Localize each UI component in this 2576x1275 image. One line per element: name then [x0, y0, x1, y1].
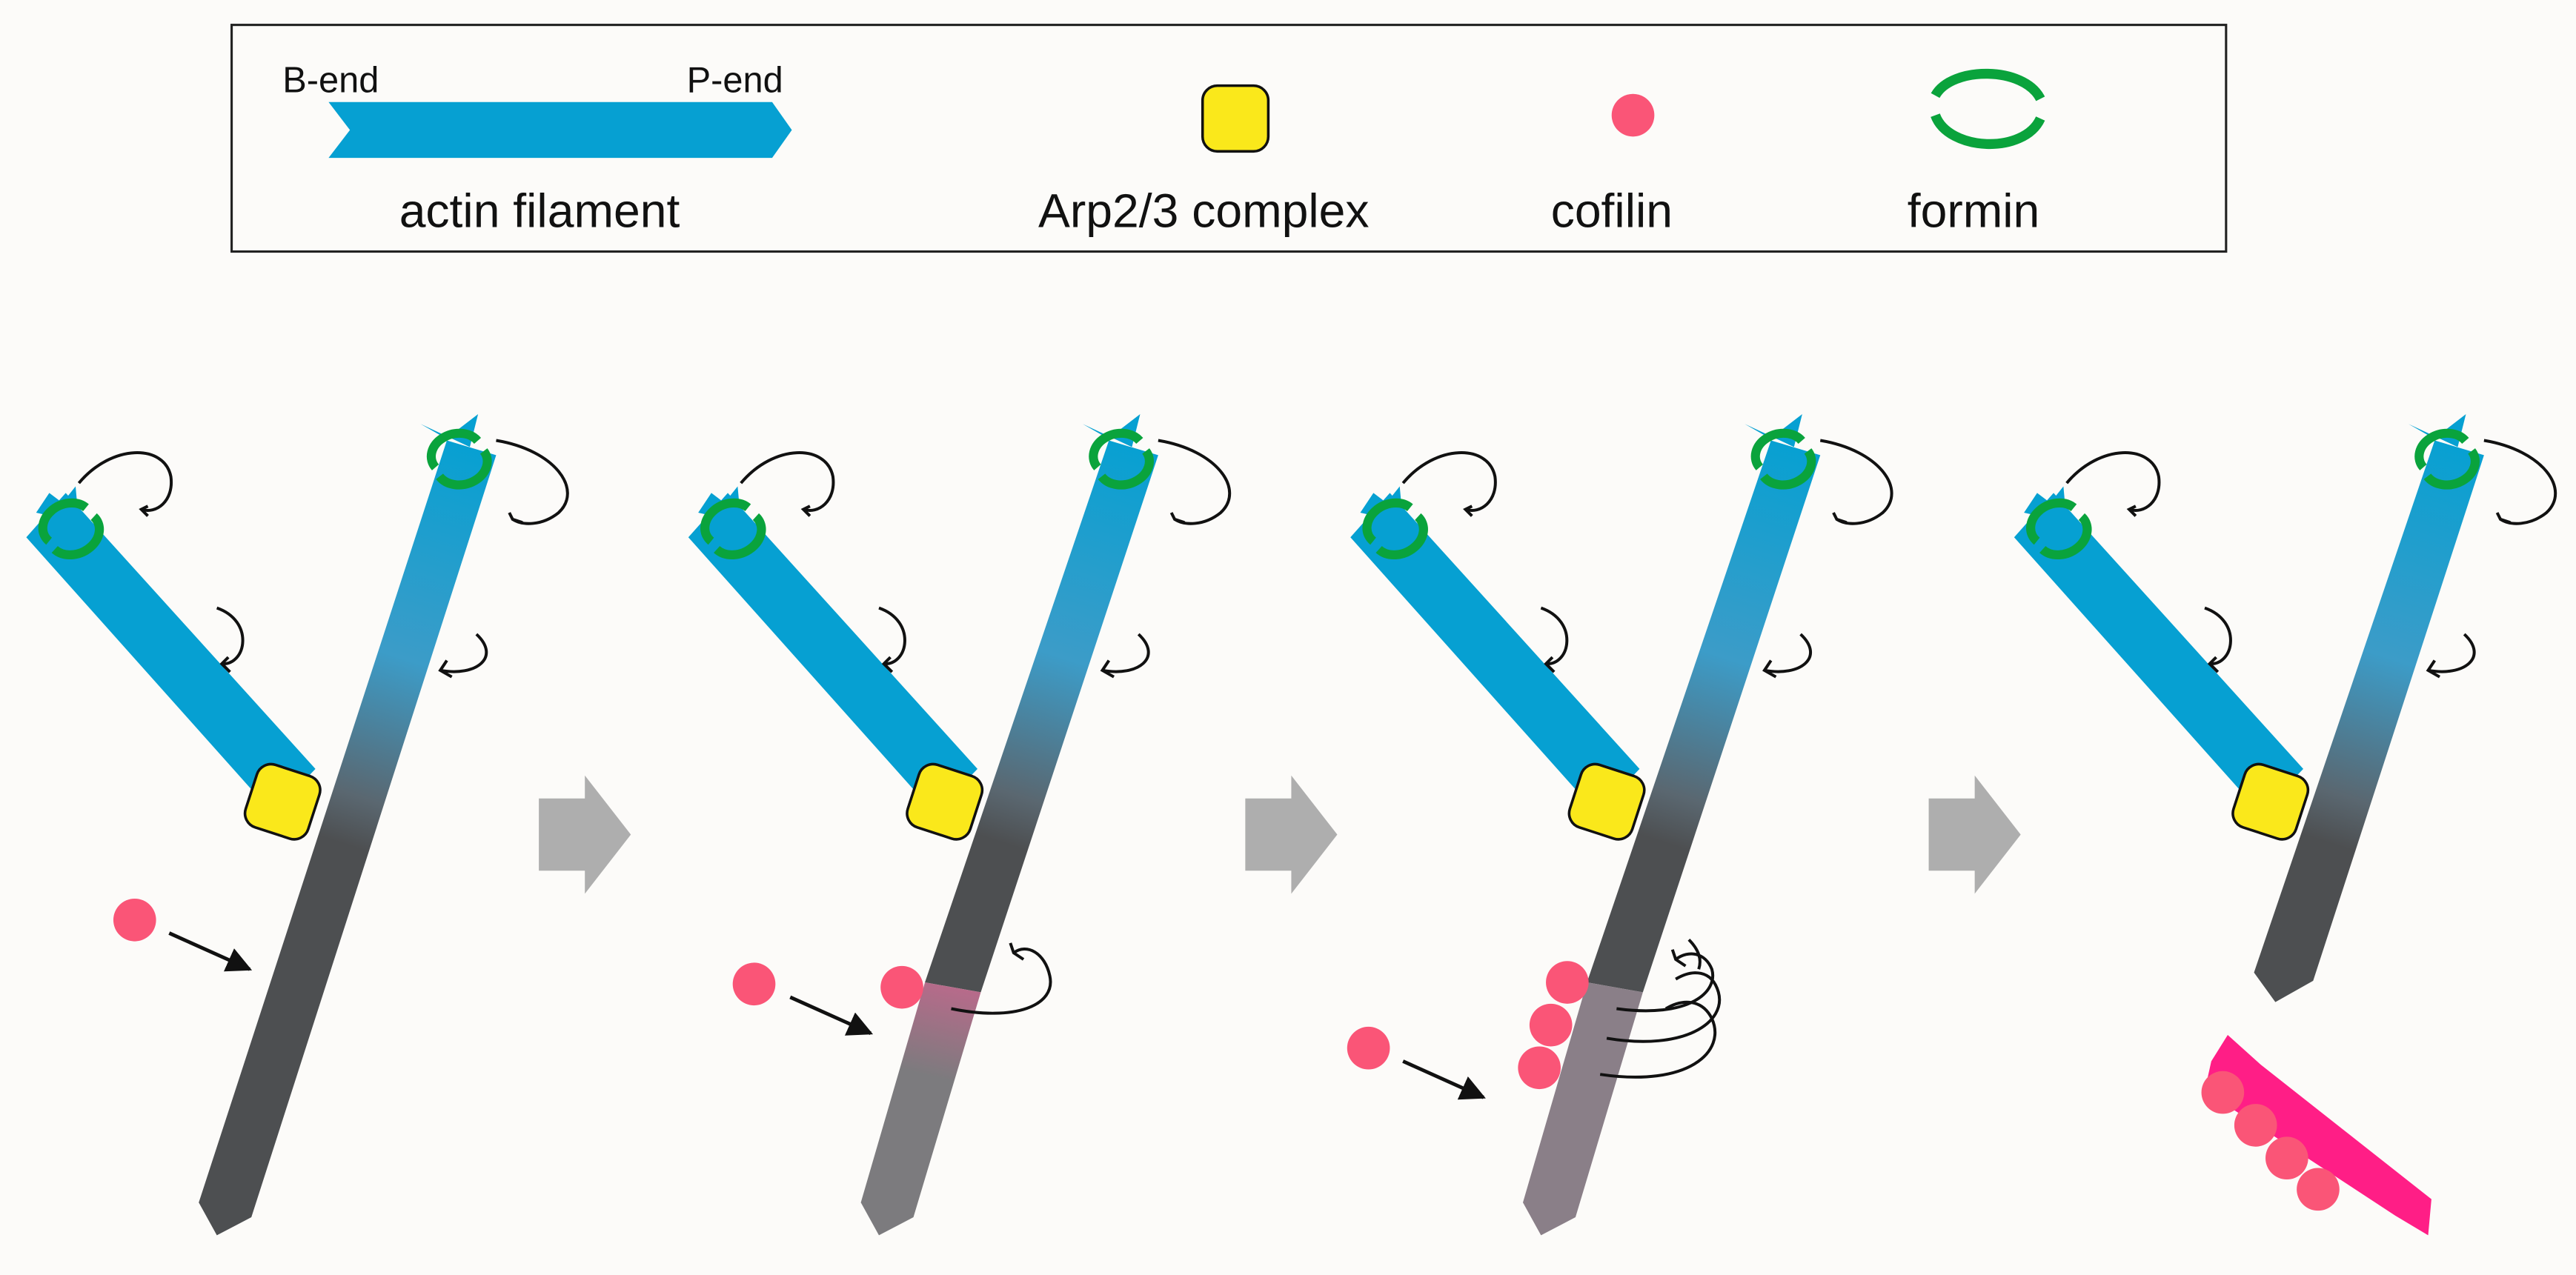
- legend-actin-arrow: [328, 101, 792, 159]
- cofilin-decorated-segment: [1523, 982, 1643, 1236]
- legend-arp-icon: [1201, 84, 1270, 153]
- mother-filament: [1587, 440, 1821, 993]
- b-end-label: B-end: [282, 61, 379, 101]
- branch-filament: [2014, 493, 2304, 813]
- step-arrow-1: [539, 775, 631, 894]
- cofilin: [1518, 1046, 1561, 1090]
- stage-1: [26, 414, 569, 1236]
- legend-formin-icon: [1931, 68, 2045, 150]
- step-arrow-2: [1245, 775, 1338, 894]
- cofilin: [2297, 1168, 2340, 1211]
- cofilin: [1546, 961, 1589, 1004]
- mother-filament: [199, 440, 497, 1236]
- actin-filament-label: actin filament: [399, 184, 680, 237]
- cofilin-decorated-segment: [860, 982, 981, 1236]
- cofilin: [1347, 1026, 1390, 1070]
- pointed-end-tip: [420, 414, 479, 447]
- p-end-label: P-end: [687, 61, 783, 101]
- cofilin: [2234, 1104, 2277, 1147]
- cofilin: [113, 898, 156, 942]
- cofilin-label: cofilin: [1551, 184, 1673, 237]
- formin-label: formin: [1908, 184, 2040, 237]
- cofilin: [1529, 1003, 1573, 1047]
- stage-3: [1347, 414, 1893, 1236]
- cofilin: [2201, 1071, 2245, 1114]
- cofilin: [2265, 1136, 2308, 1180]
- legend-box: B-end P-end actin filament Arp2/3 comple…: [230, 24, 2228, 253]
- step-arrow-3: [1928, 775, 2021, 894]
- arp23-complex-label: Arp2/3 complex: [1038, 184, 1370, 237]
- stage-4: [2014, 414, 2557, 1236]
- cofilin: [732, 962, 776, 1006]
- twist-curls: [1599, 938, 1722, 1079]
- branch-filament: [26, 493, 316, 813]
- branch-filament: [688, 493, 978, 813]
- stage-2: [688, 414, 1231, 1236]
- mother-filament: [925, 440, 1158, 993]
- cofilin: [880, 965, 923, 1009]
- branch-filament: [1350, 493, 1640, 813]
- mother-filament-remaining: [2254, 440, 2484, 1002]
- twist-curl: [951, 948, 1052, 1015]
- legend-cofilin-icon: [1611, 93, 1655, 137]
- severed-cofilin-fragment: [2204, 1034, 2431, 1236]
